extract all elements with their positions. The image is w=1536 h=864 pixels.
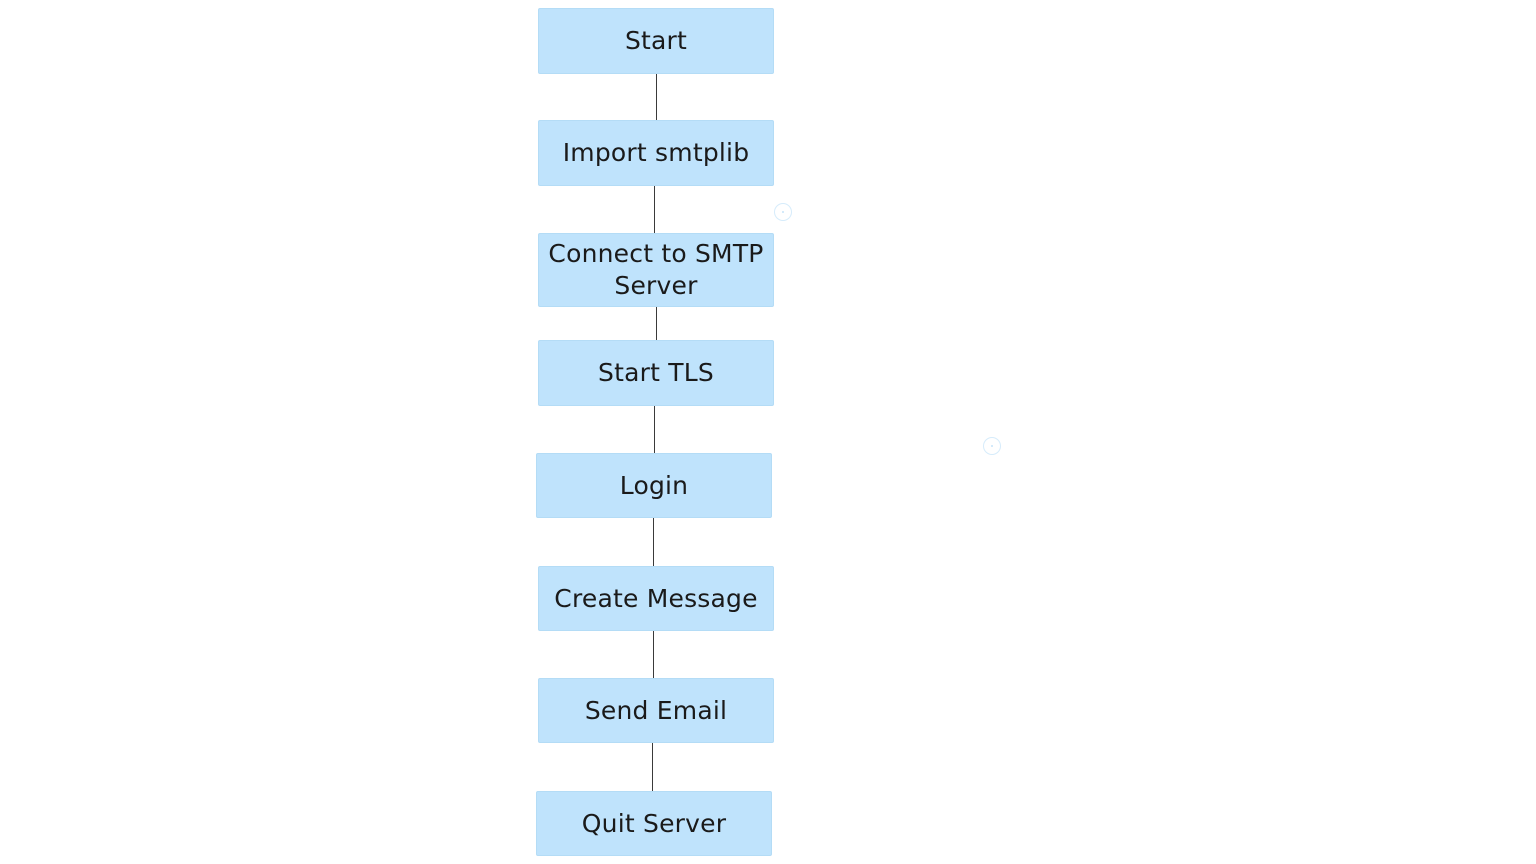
node-label: Start TLS [598, 358, 714, 387]
connector-start-import [656, 74, 657, 120]
node-create-message[interactable]: Create Message [538, 566, 774, 631]
connector-connect-tls [656, 307, 657, 340]
connector-create-send [653, 631, 654, 678]
node-send-email[interactable]: Send Email [538, 678, 774, 743]
node-start-tls[interactable]: Start TLS [538, 340, 774, 406]
connector-login-create [653, 518, 654, 566]
node-login[interactable]: Login [536, 453, 772, 518]
connector-tls-login [654, 406, 655, 453]
node-label: Quit Server [581, 808, 727, 838]
connection-anchor-icon[interactable] [774, 203, 792, 221]
node-label: Connect to SMTP Server [548, 239, 764, 300]
node-label: Send Email [584, 695, 728, 725]
node-label: Start [624, 26, 688, 55]
connector-import-connect [654, 186, 655, 233]
node-label: Import smtplib [562, 138, 750, 167]
node-quit-server[interactable]: Quit Server [536, 791, 772, 856]
node-start[interactable]: Start [538, 8, 774, 74]
node-label: Create Message [554, 583, 758, 613]
connection-anchor-icon[interactable] [983, 437, 1001, 455]
node-label: Login [619, 470, 689, 500]
node-import-smtplib[interactable]: Import smtplib [538, 120, 774, 186]
connector-send-quit [652, 743, 653, 791]
node-connect-smtp-server[interactable]: Connect to SMTP Server [538, 233, 774, 307]
